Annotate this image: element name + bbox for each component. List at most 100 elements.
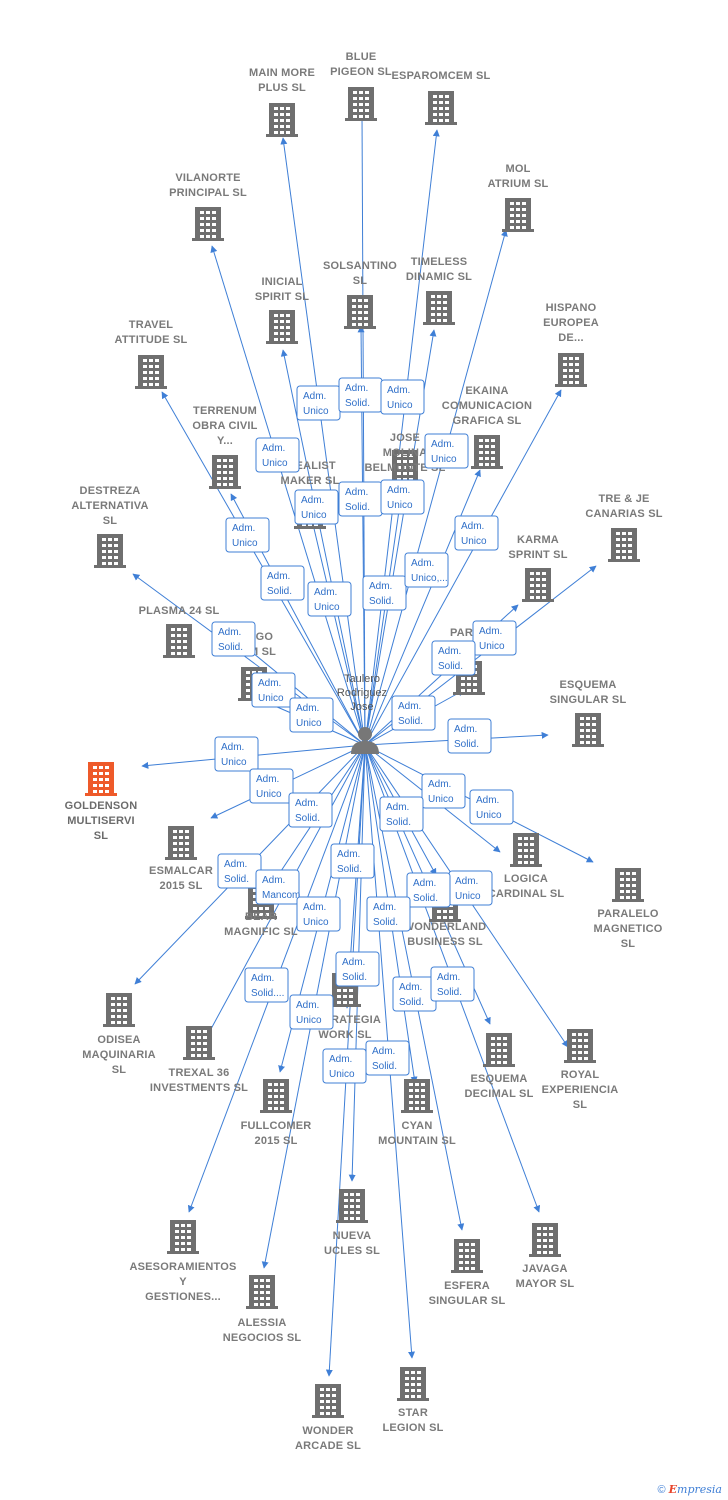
relation-badge[interactable]: Adm.Unico [469, 789, 514, 825]
company-name-line: INVESTMENTS SL [150, 1082, 248, 1094]
relation-badge[interactable]: Adm.Unico [225, 517, 270, 553]
relation-text: Unico [387, 500, 413, 511]
relation-badge[interactable]: Adm.Solid. [365, 1040, 410, 1076]
relation-badge[interactable]: Adm.Solid. [431, 640, 476, 676]
company-name-line: COMUNICACION [442, 400, 532, 412]
relation-badge[interactable]: Adm.Unico [296, 896, 341, 932]
building-icon [451, 1239, 483, 1273]
relation-badge[interactable]: Adm.Unico [424, 433, 469, 469]
relation-badge[interactable]: Adm.Solid. [406, 872, 451, 908]
relation-badge[interactable]: Adm.Unico [472, 620, 517, 656]
relation-text: Solid. [372, 1061, 397, 1072]
relation-badge[interactable]: Adm.Solid. [391, 695, 436, 731]
company-name-line: WONDER [302, 1425, 353, 1437]
relation-badge[interactable]: Adm.Unico [289, 697, 334, 733]
relation-text: Adm. [369, 581, 392, 592]
relation-badge[interactable]: Adm.Unico [307, 581, 352, 617]
relation-badge[interactable]: Adm.Unico [380, 479, 425, 515]
relation-badge[interactable]: Adm.Solid. [362, 575, 407, 611]
relation-badge[interactable]: Adm.Solid. [379, 796, 424, 832]
company-node[interactable]: ASESORAMIENTOSYGESTIONES... [129, 1220, 236, 1303]
relation-badge[interactable]: Adm.Unico [296, 385, 341, 421]
company-node[interactable]: HISPANOEUROPEADE... [543, 302, 599, 387]
copyright-symbol: © [657, 1484, 666, 1496]
relation-badge[interactable]: Adm.Unico [249, 768, 294, 804]
company-name-line: TRE & JE [598, 493, 649, 505]
company-name-line: ATRIUM SL [488, 178, 549, 190]
company-name-line: GESTIONES... [145, 1291, 221, 1303]
company-name-line: SPIRIT SL [255, 291, 309, 303]
company-name-line: BLUE [346, 51, 377, 63]
building-icon [425, 91, 457, 125]
company-name-line: 2015 SL [160, 880, 203, 892]
relation-badge[interactable]: Adm.Unico [448, 870, 493, 906]
company-name-line: EXPERIENCIA [542, 1084, 619, 1096]
person-name-line-3: Jose [350, 701, 373, 713]
building-icon [401, 1079, 433, 1113]
company-name-line: SINGULAR SL [429, 1295, 506, 1307]
relation-badge[interactable]: Adm.Unico [289, 994, 334, 1030]
relation-text: Unico [221, 757, 247, 768]
relation-badge[interactable]: Adm.Solid. [288, 792, 333, 828]
relation-badge[interactable]: Adm.Unico [255, 437, 300, 473]
relation-badge[interactable]: Adm.Solid. [338, 481, 383, 517]
relation-badge[interactable]: Adm.Solid. [392, 976, 437, 1012]
company-node[interactable]: PLASMA 24 SL [139, 605, 220, 658]
relation-badge[interactable]: Adm.Solid. [447, 718, 492, 754]
relation-badge[interactable]: Adm.Solid.... [244, 967, 289, 1003]
relation-badge[interactable]: Adm.Solid. [366, 896, 411, 932]
relation-badge[interactable]: Adm.Unico [322, 1048, 367, 1084]
relation-badge[interactable]: Adm.Unico,... [404, 552, 449, 588]
relation-badge[interactable]: Adm.Unico [454, 515, 499, 551]
relation-badge[interactable]: Adm.Unico [294, 489, 339, 525]
relation-badge[interactable]: Adm.Mancom. [255, 869, 303, 905]
relation-badge[interactable]: Adm.Solid. [211, 621, 256, 657]
relation-badge[interactable]: Adm.Unico [380, 379, 425, 415]
relation-badge[interactable]: Adm.Solid. [330, 843, 375, 879]
company-name-line: SL [353, 275, 368, 287]
relation-badge[interactable]: Adm.Solid. [217, 853, 262, 889]
relation-badge[interactable]: Adm.Solid. [338, 377, 383, 413]
company-node[interactable]: ESPAROMCEM SL [392, 70, 491, 125]
relation-badge[interactable]: Adm.Unico [251, 672, 296, 708]
relation-badge[interactable]: Adm.Solid. [335, 951, 380, 987]
building-icon [397, 1367, 429, 1401]
relation-badge[interactable]: Adm.Solid. [260, 565, 305, 601]
relation-text: Unico [256, 789, 282, 800]
center-person[interactable]: Taulero Rodriguez Jose [337, 673, 387, 754]
relation-badge[interactable]: Adm.Solid. [430, 966, 475, 1002]
relation-badge[interactable]: Adm.Unico [421, 773, 466, 809]
relation-text: Solid.... [251, 988, 284, 999]
relation-badge[interactable]: Adm.Unico [214, 736, 259, 772]
